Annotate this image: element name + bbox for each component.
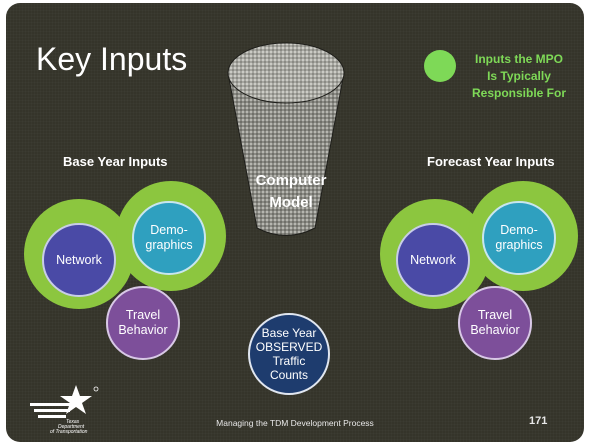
base-demographics-circle: Demo- graphics — [132, 201, 206, 275]
forecast-demographics-circle: Demo- graphics — [482, 201, 556, 275]
network-text: Network — [410, 252, 456, 267]
footer-text: Managing the TDM Development Process — [216, 418, 374, 428]
travel-text: Travel — [125, 308, 161, 322]
legend-text: Inputs the MPO Is Typically Responsible … — [454, 51, 584, 102]
network-text: Network — [56, 252, 102, 267]
page-number: 171 — [529, 415, 548, 427]
observed-text: Base Year — [261, 326, 317, 340]
observed-traffic-counts-circle: Base Year OBSERVED Traffic Counts — [248, 313, 330, 395]
legend-line: Responsible For — [471, 86, 566, 100]
logo-text-line: Department — [58, 424, 85, 430]
computer-model-label: Computer Model — [216, 170, 366, 214]
base-network-circle: Network — [42, 223, 116, 297]
funnel-icon — [227, 42, 345, 236]
funnel-label-line: Model — [269, 194, 313, 211]
base-travel-behavior-circle: Travel Behavior — [106, 286, 180, 360]
observed-text: OBSERVED — [255, 340, 323, 354]
forecast-year-inputs-label: Forecast Year Inputs — [427, 154, 555, 169]
travel-text: Behavior — [470, 323, 520, 337]
demographics-text: graphics — [495, 238, 543, 252]
legend-line: Is Typically — [487, 69, 551, 83]
logo-text-line: of Transportation — [50, 429, 88, 435]
forecast-network-circle: Network — [396, 223, 470, 297]
demographics-text: Demo- — [150, 223, 188, 237]
slide: Key Inputs Inputs the MPO Is Typically R… — [6, 3, 584, 442]
travel-text: Travel — [477, 308, 513, 322]
logo-text-line: Texas — [66, 419, 80, 425]
funnel-label-line: Computer — [255, 172, 327, 189]
legend-green-dot-icon — [424, 50, 456, 82]
legend-line: Inputs the MPO — [475, 52, 563, 66]
forecast-travel-behavior-circle: Travel Behavior — [458, 286, 532, 360]
txdot-logo: Texas Department of Transportation — [30, 385, 99, 435]
travel-text: Behavior — [118, 323, 168, 337]
demographics-text: graphics — [145, 238, 193, 252]
slide-title: Key Inputs — [36, 41, 188, 77]
base-year-inputs-label: Base Year Inputs — [63, 154, 168, 169]
observed-text: Traffic — [272, 354, 306, 368]
demographics-text: Demo- — [500, 223, 538, 237]
observed-text: Counts — [269, 368, 309, 382]
txdot-star-icon — [30, 385, 99, 418]
